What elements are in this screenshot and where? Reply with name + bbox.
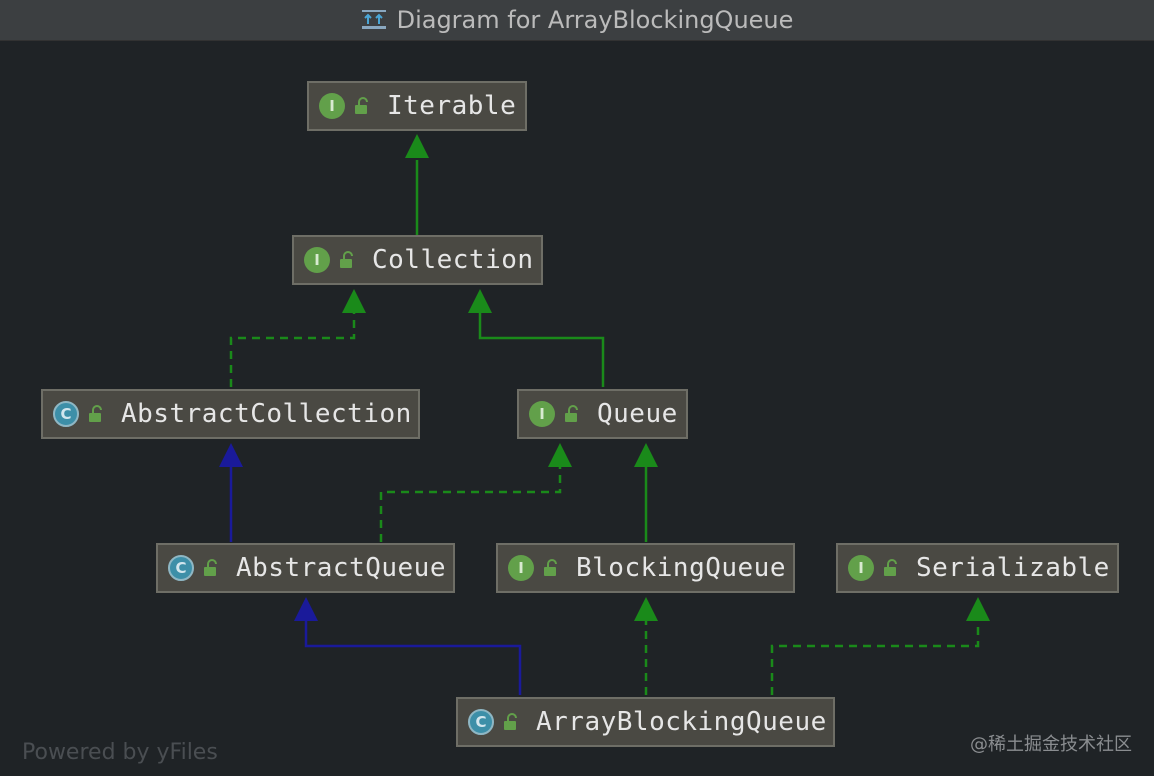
node-blockingqueue[interactable]: I BlockingQueue <box>496 543 795 593</box>
edge-collection-iterable <box>405 134 429 235</box>
edge-abstractcollection-collection <box>229 289 366 387</box>
powered-by-text: Powered by yFiles <box>22 740 218 765</box>
interface-icon: I <box>848 555 874 581</box>
edge-blockingqueue-queue <box>634 443 658 542</box>
unlocked-icon <box>544 559 557 576</box>
node-queue[interactable]: I Queue <box>517 389 688 439</box>
node-arrayblockingqueue[interactable]: C ArrayBlockingQueue <box>456 697 835 747</box>
unlocked-icon <box>89 405 102 422</box>
node-label: AbstractQueue <box>236 553 446 583</box>
edge-abstractqueue-queue <box>379 443 572 542</box>
node-label: Queue <box>597 399 678 429</box>
edge-abstractqueue-abstractcollection <box>219 443 243 542</box>
interface-icon: I <box>529 401 555 427</box>
edge-arrayblockingqueue-blockingqueue <box>634 597 658 695</box>
class-icon: C <box>53 401 79 427</box>
edge-queue-collection <box>468 289 605 387</box>
unlocked-icon <box>884 559 897 576</box>
node-label: Serializable <box>916 553 1110 583</box>
diagram-canvas[interactable]: I Iterable I Collection C AbstractCollec… <box>0 41 1154 776</box>
unlocked-icon <box>340 251 353 268</box>
node-abstractqueue[interactable]: C AbstractQueue <box>156 543 455 593</box>
node-collection[interactable]: I Collection <box>292 235 543 285</box>
class-icon: C <box>468 709 494 735</box>
class-icon: C <box>168 555 194 581</box>
node-label: ArrayBlockingQueue <box>536 707 827 737</box>
node-label: Collection <box>372 245 534 275</box>
interface-icon: I <box>319 93 345 119</box>
watermark-text: @稀土掘金技术社区 <box>970 734 1132 755</box>
node-abstractcollection[interactable]: C AbstractCollection <box>41 389 420 439</box>
hierarchy-diagram-icon <box>361 9 387 31</box>
interface-icon: I <box>508 555 534 581</box>
diagram-edges <box>219 134 990 695</box>
unlocked-icon <box>504 713 517 730</box>
window-title: Diagram for ArrayBlockingQueue <box>396 6 794 34</box>
node-label: AbstractCollection <box>121 399 412 429</box>
edge-arrayblockingqueue-abstractqueue <box>294 597 522 695</box>
node-serializable[interactable]: I Serializable <box>836 543 1119 593</box>
edge-arrayblockingqueue-serializable <box>770 597 990 695</box>
window-title-bar: Diagram for ArrayBlockingQueue <box>0 0 1154 41</box>
interface-icon: I <box>304 247 330 273</box>
node-iterable[interactable]: I Iterable <box>307 81 527 131</box>
unlocked-icon <box>355 97 368 114</box>
unlocked-icon <box>565 405 578 422</box>
unlocked-icon <box>204 559 217 576</box>
node-label: Iterable <box>387 91 517 121</box>
node-label: BlockingQueue <box>576 553 786 583</box>
